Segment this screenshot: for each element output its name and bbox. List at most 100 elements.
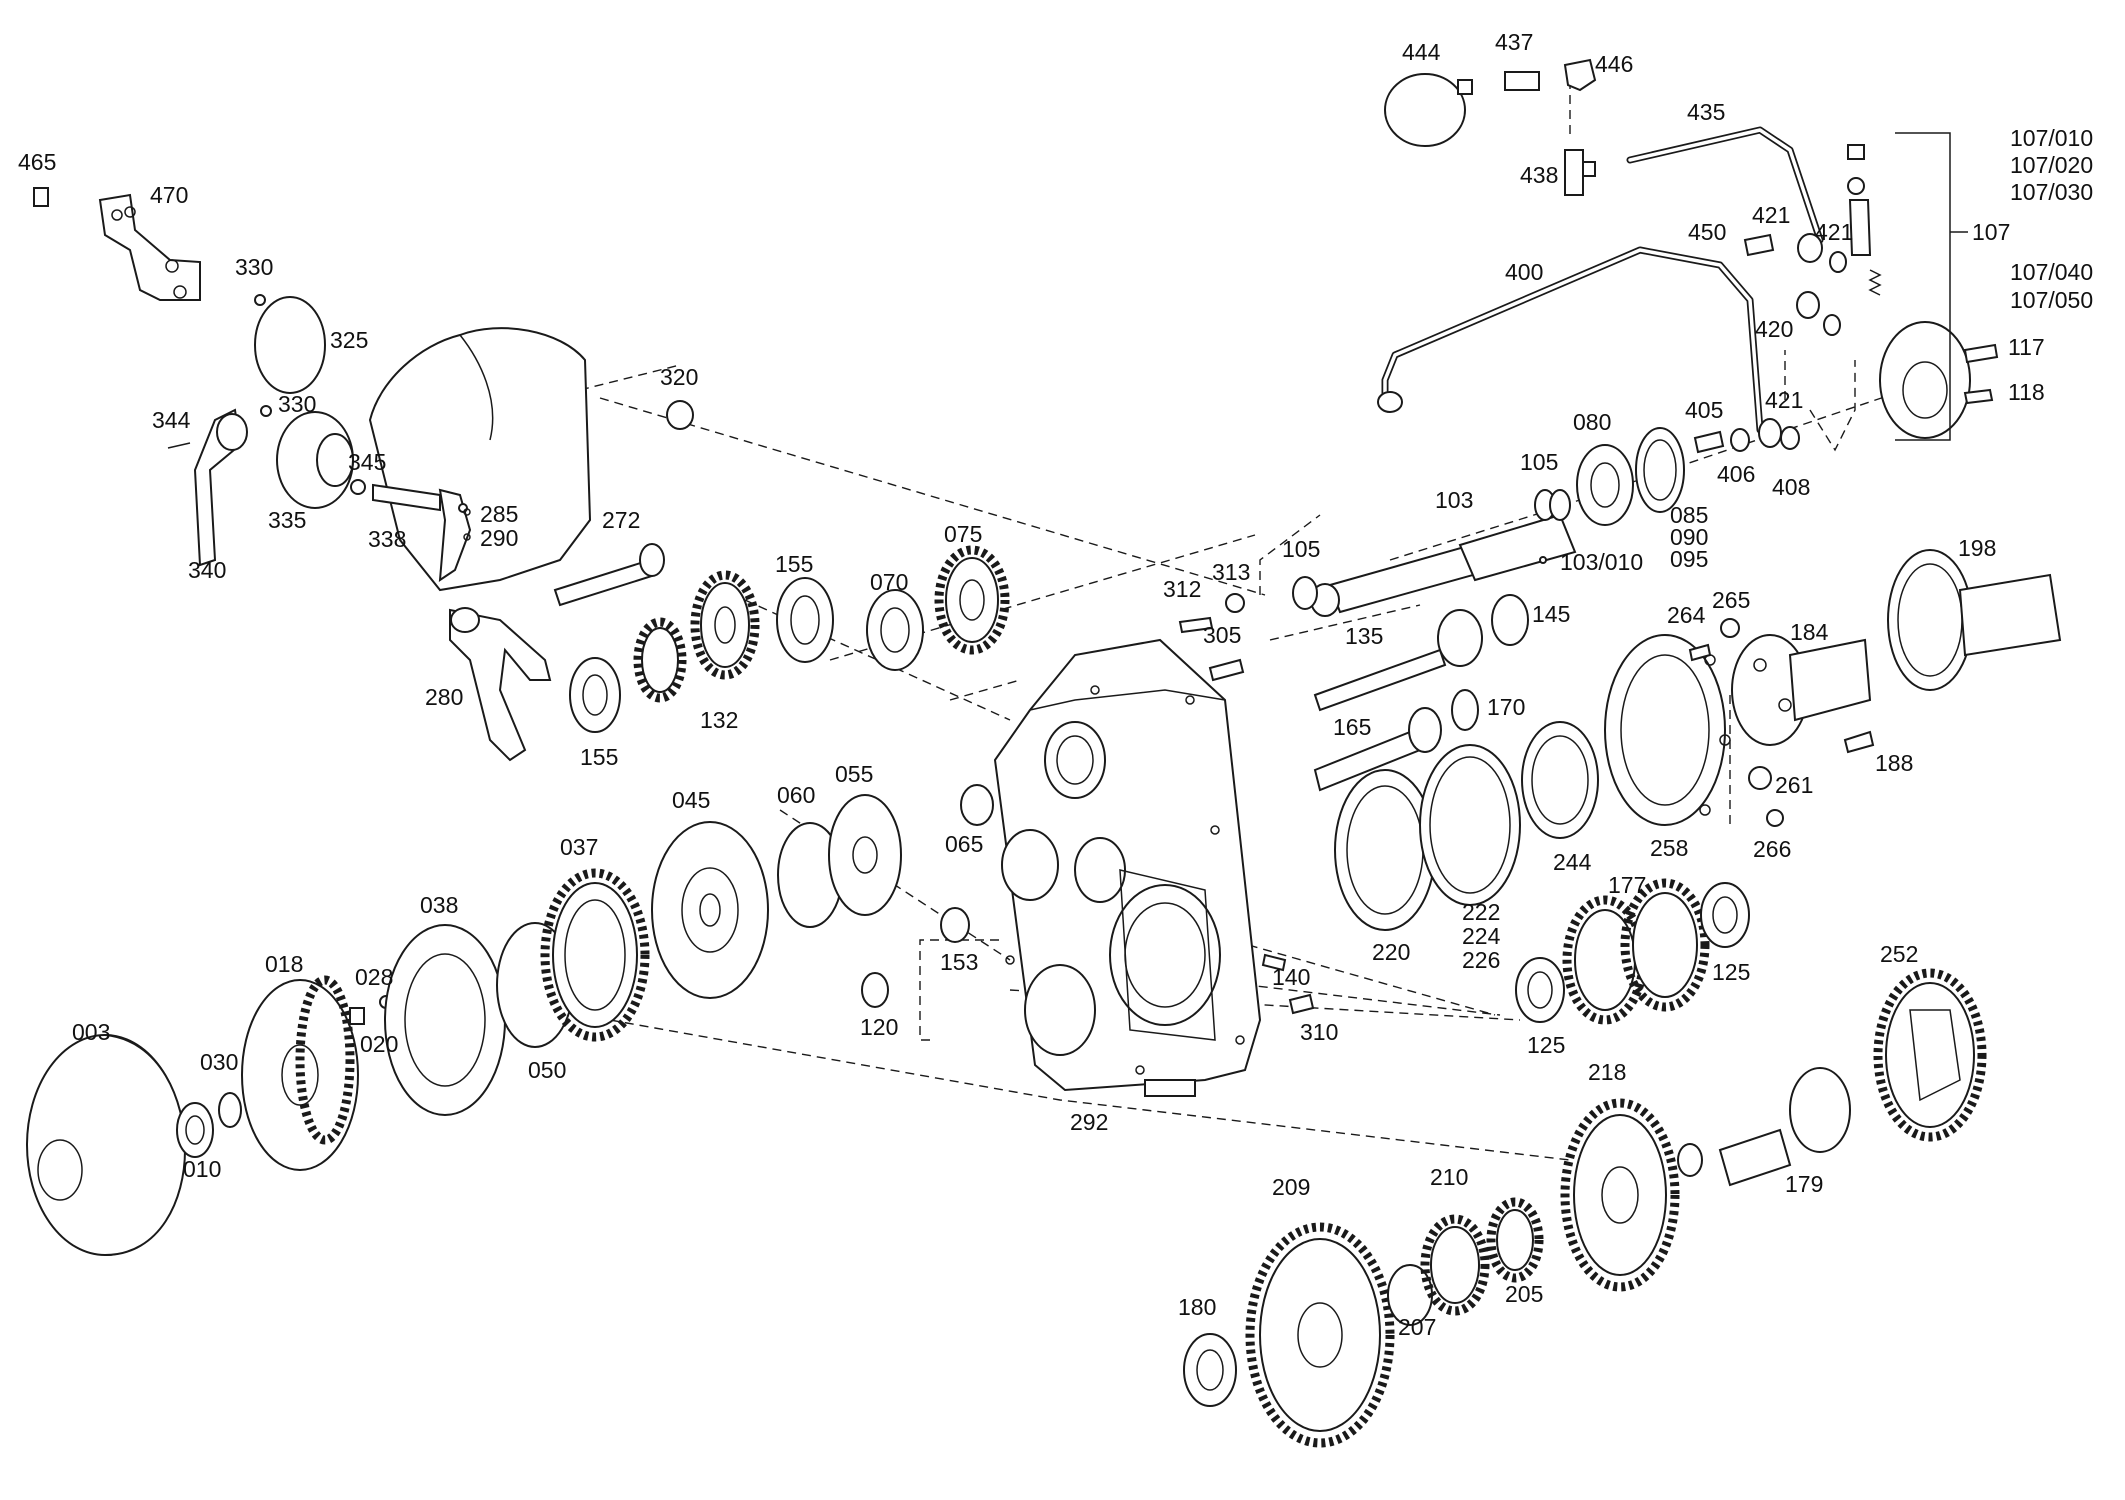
- label-180: 180: [1178, 1294, 1216, 1320]
- label-272: 272: [602, 507, 640, 533]
- label-444: 444: [1402, 39, 1441, 65]
- label-312: 312: [1163, 576, 1201, 602]
- label-340: 340: [188, 557, 226, 583]
- label-107-030: 107/030: [2010, 179, 2093, 205]
- callout-labels: 444 437 446 435 438 450 421 421 420 421 …: [18, 29, 2093, 1340]
- gearbox-housing: [993, 638, 1262, 1097]
- label-155-b: 155: [580, 744, 618, 770]
- label-313: 313: [1212, 559, 1250, 585]
- label-188: 188: [1875, 750, 1913, 776]
- label-065: 065: [945, 831, 983, 857]
- upper-left-parts: [33, 187, 694, 762]
- label-003: 003: [72, 1019, 110, 1045]
- label-055: 055: [835, 761, 873, 787]
- label-018: 018: [265, 951, 303, 977]
- label-153: 153: [940, 949, 978, 975]
- lower-right-parts: [1183, 968, 1987, 1448]
- label-107-050: 107/050: [2010, 287, 2093, 313]
- label-421-a: 421: [1752, 202, 1790, 228]
- label-207: 207: [1398, 1314, 1436, 1340]
- label-450: 450: [1688, 219, 1726, 245]
- label-320: 320: [660, 364, 698, 390]
- label-335: 335: [268, 507, 306, 533]
- label-209: 209: [1272, 1174, 1310, 1200]
- label-265: 265: [1712, 587, 1750, 613]
- label-198: 198: [1958, 535, 1996, 561]
- upper-middle-parts: [569, 545, 1245, 1008]
- label-028: 028: [355, 964, 393, 990]
- label-264: 264: [1667, 602, 1706, 628]
- label-266: 266: [1753, 836, 1791, 862]
- label-437: 437: [1495, 29, 1533, 55]
- label-420: 420: [1755, 316, 1793, 342]
- label-107-020: 107/020: [2010, 152, 2093, 178]
- label-103: 103: [1435, 487, 1473, 513]
- label-338: 338: [368, 526, 406, 552]
- label-118: 118: [2008, 379, 2045, 405]
- label-222: 222: [1462, 899, 1500, 925]
- label-244: 244: [1553, 849, 1592, 875]
- label-345: 345: [348, 449, 386, 475]
- label-155-a: 155: [775, 551, 813, 577]
- label-261: 261: [1775, 772, 1813, 798]
- label-406: 406: [1717, 461, 1755, 487]
- label-330-a: 330: [235, 254, 273, 280]
- label-075: 075: [944, 521, 982, 547]
- label-344: 344: [152, 407, 191, 433]
- label-120: 120: [860, 1014, 898, 1040]
- label-010: 010: [183, 1156, 221, 1182]
- label-435: 435: [1687, 99, 1725, 125]
- label-080: 080: [1573, 409, 1611, 435]
- label-305: 305: [1203, 622, 1241, 648]
- label-117: 117: [2008, 334, 2045, 360]
- label-125-b: 125: [1527, 1032, 1565, 1058]
- label-135: 135: [1345, 623, 1383, 649]
- label-408: 408: [1772, 474, 1810, 500]
- label-290: 290: [480, 525, 518, 551]
- label-060: 060: [777, 782, 815, 808]
- label-125-a: 125: [1712, 959, 1750, 985]
- label-177: 177: [1608, 872, 1646, 898]
- top-right-parts: [1377, 58, 1999, 454]
- label-105-a: 105: [1282, 536, 1320, 562]
- label-258: 258: [1650, 835, 1688, 861]
- label-465: 465: [18, 149, 56, 175]
- label-170: 170: [1487, 694, 1525, 720]
- label-220: 220: [1372, 939, 1410, 965]
- label-252: 252: [1880, 941, 1918, 967]
- label-037: 037: [560, 834, 598, 860]
- upper-right-parts: [1261, 427, 2062, 1025]
- label-184: 184: [1790, 619, 1829, 645]
- label-107-040: 107/040: [2010, 259, 2093, 285]
- label-105-b: 105: [1520, 449, 1558, 475]
- label-405: 405: [1685, 397, 1723, 423]
- label-280: 280: [425, 684, 463, 710]
- label-226: 226: [1462, 947, 1500, 973]
- label-070: 070: [870, 569, 908, 595]
- label-020: 020: [360, 1031, 398, 1057]
- label-421-c: 421: [1765, 387, 1803, 413]
- label-085: 085: [1670, 502, 1708, 528]
- label-030: 030: [200, 1049, 238, 1075]
- label-470: 470: [150, 182, 188, 208]
- label-210: 210: [1430, 1164, 1468, 1190]
- label-310: 310: [1300, 1019, 1338, 1045]
- label-325: 325: [330, 327, 368, 353]
- lower-left-parts: [26, 794, 902, 1256]
- label-090: 090: [1670, 524, 1708, 550]
- label-038: 038: [420, 892, 458, 918]
- label-179: 179: [1785, 1171, 1823, 1197]
- label-400: 400: [1505, 259, 1543, 285]
- label-145: 145: [1532, 601, 1570, 627]
- label-292: 292: [1070, 1109, 1108, 1135]
- label-107: 107: [1972, 219, 2010, 245]
- label-165: 165: [1333, 714, 1371, 740]
- label-438: 438: [1520, 162, 1558, 188]
- label-330-b: 330: [278, 391, 316, 417]
- label-218: 218: [1588, 1059, 1626, 1085]
- label-446: 446: [1595, 51, 1633, 77]
- label-050: 050: [528, 1057, 566, 1083]
- label-224: 224: [1462, 923, 1501, 949]
- label-140: 140: [1272, 964, 1310, 990]
